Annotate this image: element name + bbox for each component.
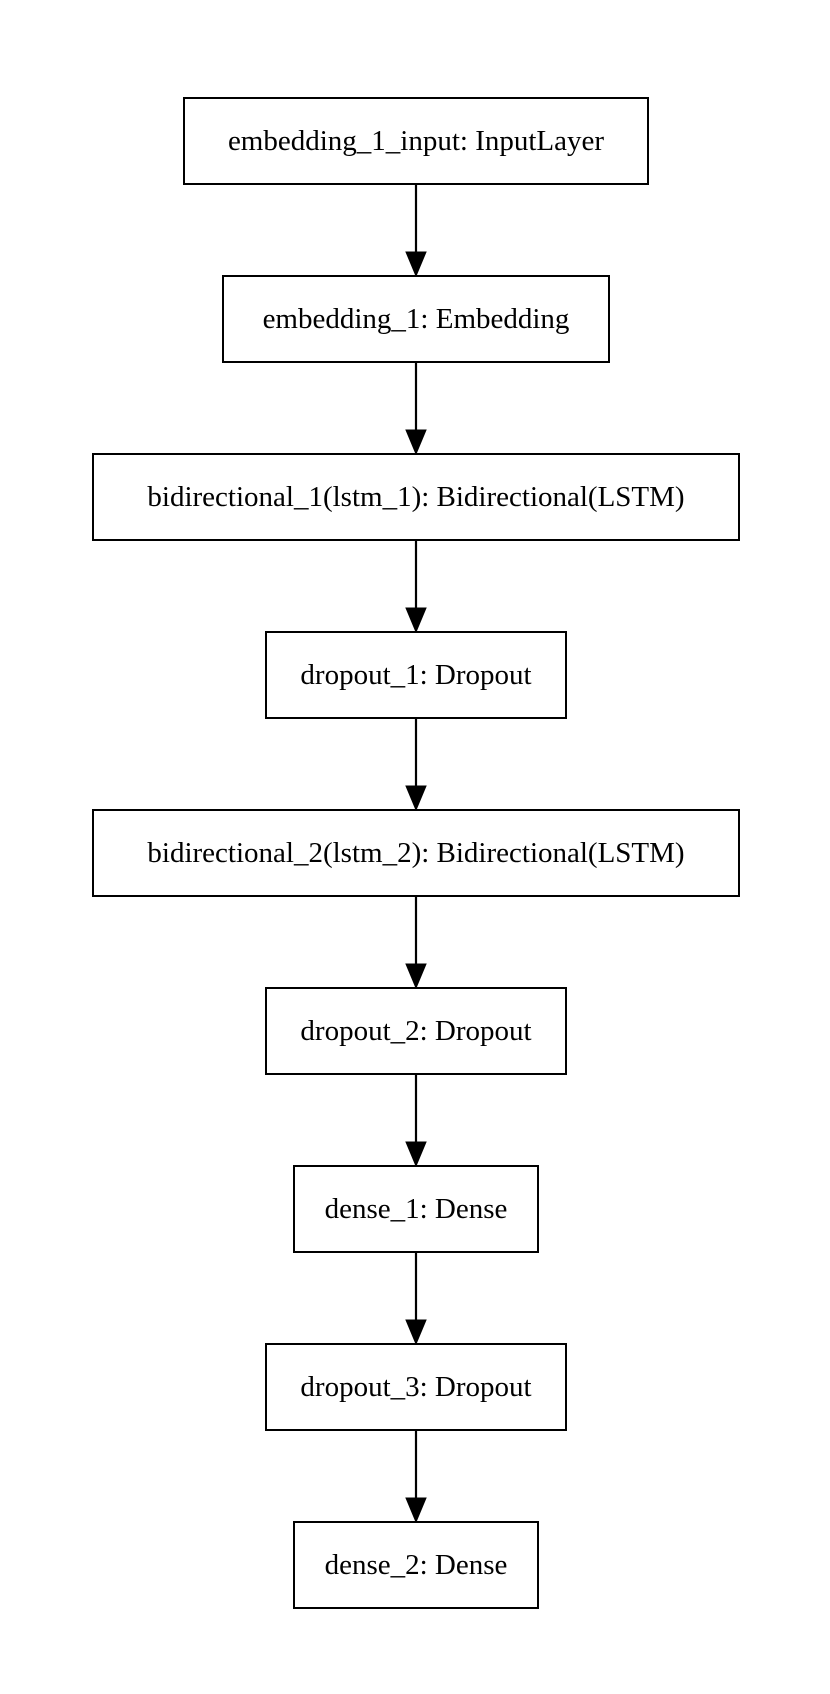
arrowhead-icon (405, 429, 427, 456)
edges-layer (405, 184, 427, 1524)
arrowhead-icon (405, 1141, 427, 1168)
node-box (265, 987, 567, 1075)
node-embedding-1: embedding_1: Embedding (222, 275, 610, 363)
node-box (265, 631, 567, 719)
node-dropout-2: dropout_2: Dropout (265, 987, 567, 1075)
arrowhead-icon (405, 785, 427, 812)
node-box (293, 1521, 539, 1609)
arrowhead-icon (405, 251, 427, 278)
node-dense-2: dense_2: Dense (293, 1521, 539, 1609)
arrowhead-icon (405, 607, 427, 634)
node-label: embedding_1: Embedding (263, 303, 570, 335)
node-label: dense_2: Dense (325, 1549, 508, 1581)
node-label: embedding_1_input: InputLayer (228, 125, 604, 157)
node-box (222, 275, 610, 363)
node-box (92, 453, 740, 541)
arrowhead-icon (405, 1319, 427, 1346)
edge-arrow (405, 718, 427, 812)
node-label: dropout_1: Dropout (300, 659, 531, 691)
edge-arrow (405, 362, 427, 456)
edge-arrow (405, 1252, 427, 1346)
edge-arrow (405, 184, 427, 278)
node-box (265, 1343, 567, 1431)
node-box (293, 1165, 539, 1253)
edge-arrow (405, 540, 427, 634)
node-bidirectional-1: bidirectional_1(lstm_1): Bidirectional(L… (92, 453, 740, 541)
arrowhead-icon (405, 963, 427, 990)
node-label: dropout_3: Dropout (300, 1371, 531, 1403)
nodes-layer: embedding_1_input: InputLayer embedding_1… (92, 97, 740, 1609)
node-box (92, 809, 740, 897)
edge-arrow (405, 1074, 427, 1168)
node-dropout-3: dropout_3: Dropout (265, 1343, 567, 1431)
node-box (183, 97, 649, 185)
arrowhead-icon (405, 1497, 427, 1524)
edge-arrow (405, 1430, 427, 1524)
node-dense-1: dense_1: Dense (293, 1165, 539, 1253)
node-bidirectional-2: bidirectional_2(lstm_2): Bidirectional(L… (92, 809, 740, 897)
node-label: dense_1: Dense (325, 1193, 508, 1225)
node-label: bidirectional_1(lstm_1): Bidirectional(L… (147, 481, 684, 513)
node-dropout-1: dropout_1: Dropout (265, 631, 567, 719)
node-embedding-1-input: embedding_1_input: InputLayer (183, 97, 649, 185)
edge-arrow (405, 896, 427, 990)
node-label: bidirectional_2(lstm_2): Bidirectional(L… (147, 837, 684, 869)
node-label: dropout_2: Dropout (300, 1015, 531, 1047)
